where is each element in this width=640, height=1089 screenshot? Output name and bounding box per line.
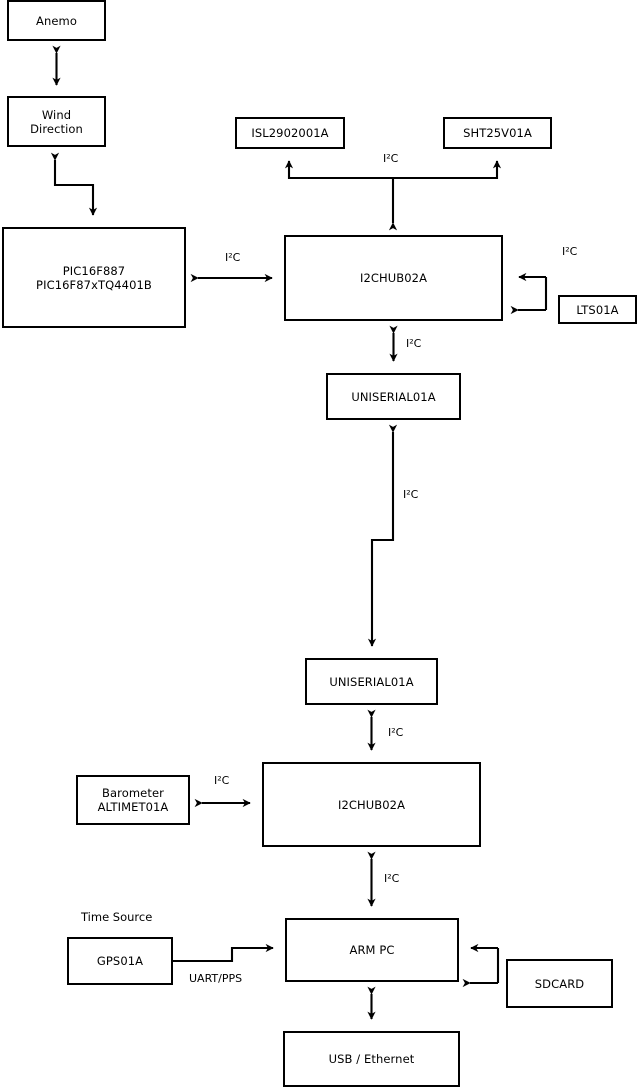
node-usb-ethernet[interactable]: USB / Ethernet bbox=[283, 1031, 460, 1087]
node-uniserial01a-upper[interactable]: UNISERIAL01A bbox=[326, 373, 461, 420]
node-uniserial01a-upper-label: UNISERIAL01A bbox=[351, 389, 436, 404]
edge-label-pic-i2chub: I²C bbox=[225, 251, 241, 264]
edge-label-i2chub-lts: I²C bbox=[562, 245, 578, 258]
node-gps01a-label: GPS01A bbox=[96, 954, 144, 968]
node-lts01a[interactable]: LTS01A bbox=[558, 295, 637, 324]
node-gps01a[interactable]: GPS01A bbox=[67, 937, 173, 985]
node-sdcard[interactable]: SDCARD bbox=[506, 959, 613, 1008]
connector-wind-direction-pic bbox=[50, 152, 98, 216]
node-anemo-label: Anemo bbox=[36, 13, 77, 28]
connector-i2chub-top-isl-sht-bus bbox=[284, 160, 398, 231]
node-wind-direction[interactable]: Wind Direction bbox=[7, 96, 106, 147]
connector-i2chub-top-sht-branch bbox=[393, 160, 502, 180]
node-wind-direction-label: Wind Direction bbox=[30, 107, 83, 136]
node-i2chub02a-bottom-label: I2CHUB02A bbox=[337, 797, 406, 812]
node-i2chub02a-top[interactable]: I2CHUB02A bbox=[284, 235, 503, 321]
node-arm-pc[interactable]: ARM PC bbox=[285, 918, 459, 982]
node-anemo[interactable]: Anemo bbox=[7, 0, 106, 41]
node-isl2902001a-label: ISL2902001A bbox=[251, 126, 329, 140]
node-sht25v01a[interactable]: SHT25V01A bbox=[443, 117, 552, 149]
node-pic-microcontroller[interactable]: PIC16F887 PIC16F87xTQ4401B bbox=[2, 227, 186, 328]
node-lts01a-label: LTS01A bbox=[576, 302, 619, 317]
node-isl2902001a[interactable]: ISL2902001A bbox=[235, 117, 345, 149]
label-time-source: Time Source bbox=[81, 910, 153, 924]
node-barometer-altimet01a-label: Barometer ALTIMET01A bbox=[97, 786, 169, 814]
node-uniserial01a-lower-label: UNISERIAL01A bbox=[329, 674, 414, 689]
edge-label-barometer-i2chub: I²C bbox=[214, 774, 230, 787]
node-sht25v01a-label: SHT25V01A bbox=[463, 126, 532, 140]
node-usb-ethernet-label: USB / Ethernet bbox=[328, 1052, 415, 1066]
node-i2chub02a-top-label: I2CHUB02A bbox=[359, 271, 428, 285]
edge-label-gps-arm-pc: UART/PPS bbox=[189, 972, 243, 985]
connector-uniserial-upper-lower bbox=[367, 424, 398, 647]
edge-label-i2chub-arm-pc: I²C bbox=[384, 872, 400, 885]
edge-label-uniserial-lower-i2chub: I²C bbox=[388, 726, 404, 739]
edge-label-i2chub-isl-sht: I²C bbox=[383, 152, 399, 165]
node-arm-pc-label: ARM PC bbox=[349, 943, 395, 957]
node-barometer-altimet01a[interactable]: Barometer ALTIMET01A bbox=[76, 775, 190, 825]
node-i2chub02a-bottom[interactable]: I2CHUB02A bbox=[262, 762, 481, 847]
edge-label-uniserial-upper-lower: I²C bbox=[403, 488, 419, 501]
node-pic-microcontroller-label: PIC16F887 PIC16F87xTQ4401B bbox=[36, 263, 152, 292]
connector-gps-arm-pc bbox=[173, 943, 274, 963]
node-uniserial01a-lower[interactable]: UNISERIAL01A bbox=[305, 658, 438, 705]
node-sdcard-label: SDCARD bbox=[534, 976, 585, 991]
edge-label-i2chub-uniserial-upper: I²C bbox=[406, 337, 422, 350]
